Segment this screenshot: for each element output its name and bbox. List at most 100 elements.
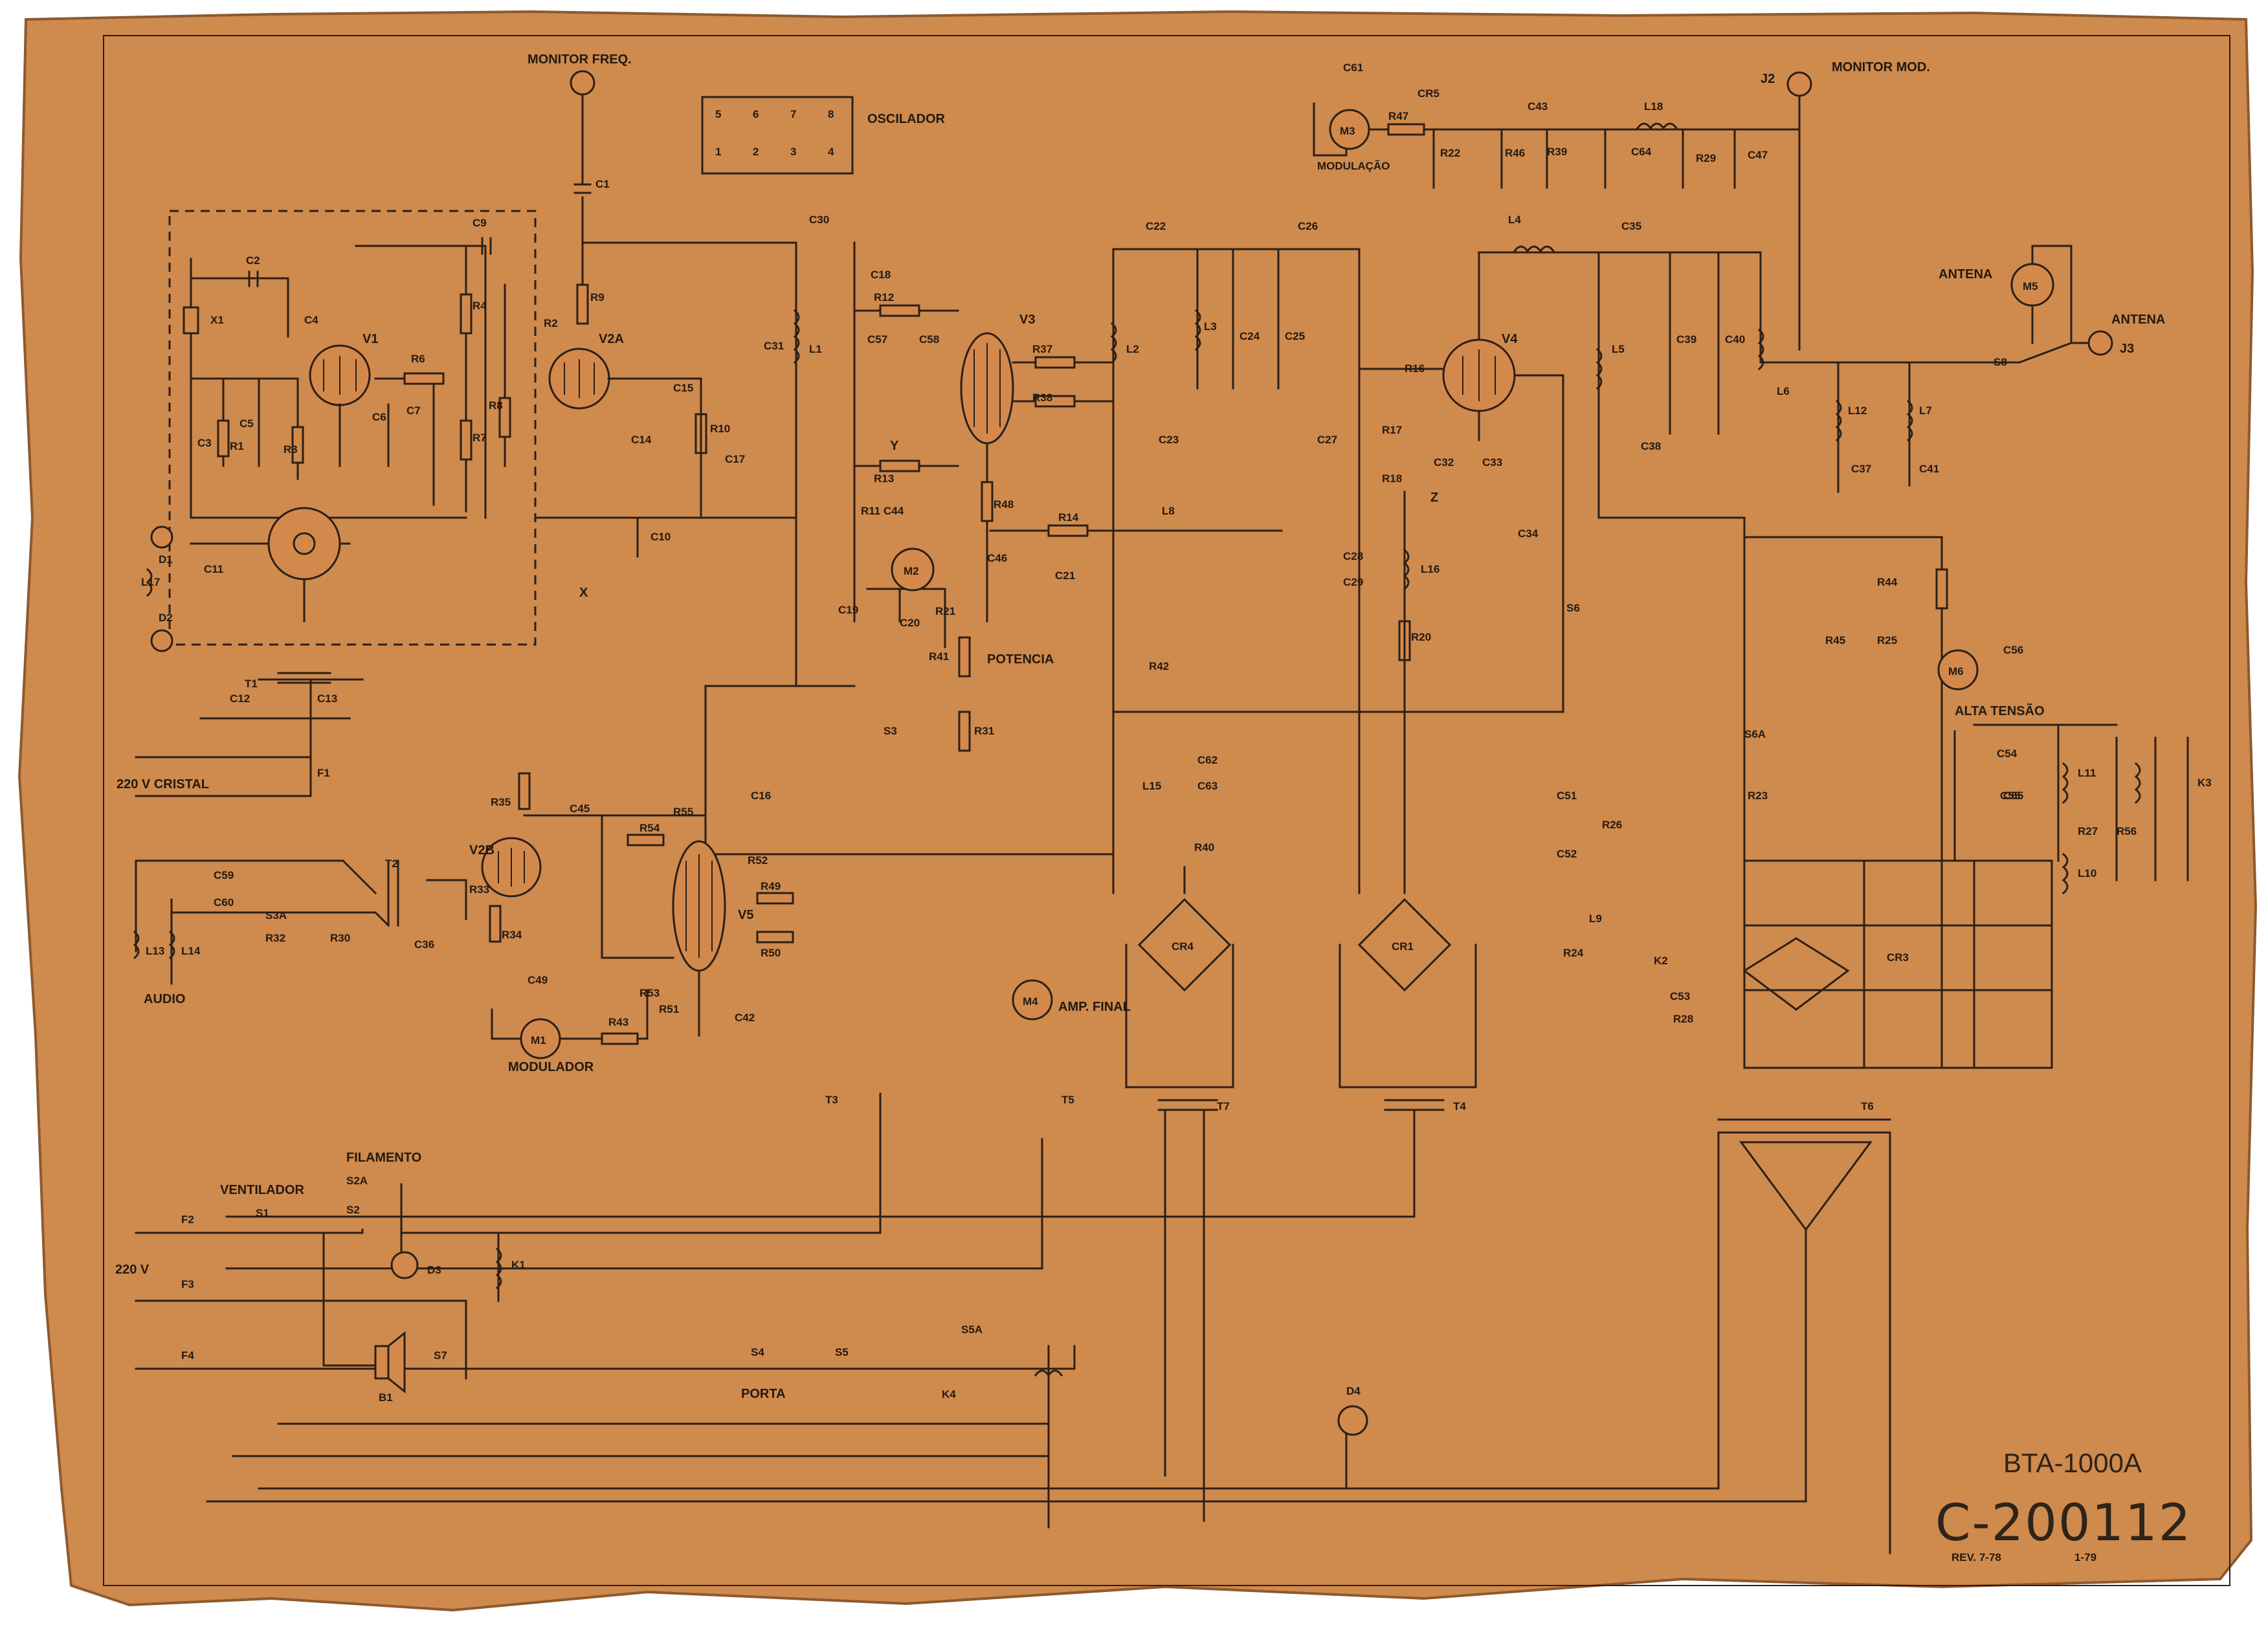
label-amp-final: AMP. FINAL — [1058, 1000, 1131, 1014]
ref-l12: L12 — [1848, 404, 1867, 417]
ref-c36: C36 — [414, 938, 434, 951]
ref-c20: C20 — [900, 617, 920, 629]
ref-r56: R56 — [2117, 825, 2137, 837]
label-monitor-mod: MONITOR MOD. — [1832, 60, 1930, 74]
coil-l11 — [2062, 762, 2069, 804]
label-v5: V5 — [738, 908, 753, 922]
capacitor-c2 — [248, 271, 259, 287]
ref-c56: C56 — [2003, 644, 2023, 656]
ref-c26: C26 — [1298, 220, 1318, 232]
crystal-x1 — [183, 306, 199, 335]
ref-r33: R33 — [469, 883, 489, 896]
paper-sheet — [17, 10, 2258, 1612]
ref-c10: C10 — [650, 531, 671, 543]
ref-l11: L11 — [2078, 767, 2096, 779]
label-alta-tensao: ALTA TENSÃO — [1955, 703, 2045, 718]
label-osc-pin-1: 1 — [715, 146, 721, 158]
ref-t1: T1 — [245, 678, 258, 690]
ref-c47: C47 — [1748, 149, 1768, 161]
ref-l5: L5 — [1612, 343, 1625, 355]
oscillator-section — [168, 210, 537, 646]
ref-r50: R50 — [761, 947, 781, 959]
label-oscilador: OSCILADOR — [867, 112, 946, 126]
modulation-monitor — [1313, 102, 1801, 189]
ref-c64: C64 — [1631, 146, 1652, 158]
oscilador-plug — [701, 96, 854, 175]
lamp-d4 — [1337, 1405, 1368, 1436]
ref-t7: T7 — [1217, 1100, 1230, 1112]
ref-s6a: S6A — [1744, 728, 1766, 740]
tank-section — [1110, 248, 1464, 894]
label-net-z: Z — [1430, 491, 1438, 505]
resistor-r54 — [627, 834, 665, 846]
tube-v2b — [481, 837, 542, 898]
label-revision: REV. 7-78 — [1951, 1551, 2001, 1564]
ref-r9: R9 — [590, 291, 605, 304]
label-m3-modulacao: MODULAÇÃO — [1317, 159, 1390, 172]
ref-r25: R25 — [1877, 634, 1897, 647]
ref-c14: C14 — [631, 434, 652, 446]
meter-m3 — [1329, 109, 1370, 150]
ref-r43: R43 — [608, 1016, 628, 1028]
ref-r18: R18 — [1382, 472, 1402, 485]
ref-r55: R55 — [673, 806, 693, 818]
ref-l15: L15 — [1142, 780, 1161, 792]
ref-c30: C30 — [809, 214, 829, 226]
ref-r27: R27 — [2078, 825, 2098, 837]
ref-c15: C15 — [673, 382, 693, 394]
ref-r20: R20 — [1411, 631, 1431, 643]
ref-c43: C43 — [1528, 100, 1548, 113]
ref-c58: C58 — [919, 333, 939, 346]
ref-c53: C53 — [1670, 990, 1690, 1002]
label-m1: M1 — [531, 1034, 546, 1046]
ref-r17: R17 — [1382, 424, 1402, 436]
ref-k1: K1 — [511, 1259, 526, 1271]
resistor-r8 — [498, 397, 511, 438]
rectifier-cr3 — [1742, 937, 1850, 1011]
ref-c52: C52 — [1557, 848, 1577, 860]
ref-c13: C13 — [317, 692, 337, 705]
label-audio: AUDIO — [144, 992, 185, 1006]
ref-l7: L7 — [1919, 404, 1932, 417]
ref-s8: S8 — [1994, 356, 2007, 368]
label-osc-pin-4: 4 — [828, 146, 834, 158]
ref-s4: S4 — [751, 1346, 764, 1358]
label-220v-cristal: 220 V CRISTAL — [117, 777, 209, 791]
label-ventilador: VENTILADOR — [220, 1183, 305, 1197]
ref-c51: C51 — [1557, 790, 1577, 802]
label-osc-pin-8: 8 — [828, 108, 834, 120]
ref-r3: R3 — [284, 443, 298, 456]
ref-c17: C17 — [725, 453, 745, 465]
ref-c55: C55 — [2000, 790, 2020, 802]
ref-c45: C45 — [570, 802, 590, 815]
coil-l18 — [1636, 122, 1678, 130]
ref-c40: C40 — [1725, 333, 1745, 346]
coil-l17 — [146, 568, 153, 597]
resistor-r49 — [756, 892, 794, 905]
transformer-t4 — [225, 1099, 1445, 1218]
ref-r32: R32 — [265, 932, 285, 944]
label-220v: 220 V — [115, 1263, 150, 1277]
ref-b1: B1 — [379, 1391, 393, 1404]
bridge-cr4 — [1125, 866, 1234, 1089]
ref-s7: S7 — [434, 1349, 447, 1362]
label-potencia: POTENCIA — [987, 652, 1054, 667]
label-revision-date: 1-79 — [2074, 1551, 2096, 1564]
label-net-y: Y — [890, 439, 899, 453]
ref-c12: C12 — [230, 692, 250, 705]
ref-c46: C46 — [987, 552, 1007, 564]
ref-r11: R11 — [861, 505, 880, 517]
coil-l2 — [1110, 322, 1117, 364]
label-v4: V4 — [1502, 332, 1518, 346]
ref-r23: R23 — [1748, 790, 1768, 802]
ref-s5a: S5A — [961, 1323, 983, 1336]
transformer-t7 — [1157, 1099, 1218, 1522]
label-monitor-freq: MONITOR FREQ. — [528, 52, 632, 67]
speaker-b1 — [374, 1331, 406, 1394]
resistor-r31 — [958, 711, 971, 752]
ref-c31: C31 — [764, 340, 784, 352]
ref-c57: C57 — [867, 333, 887, 346]
ref-c44: C44 — [884, 505, 904, 517]
ref-c16: C16 — [751, 790, 771, 802]
